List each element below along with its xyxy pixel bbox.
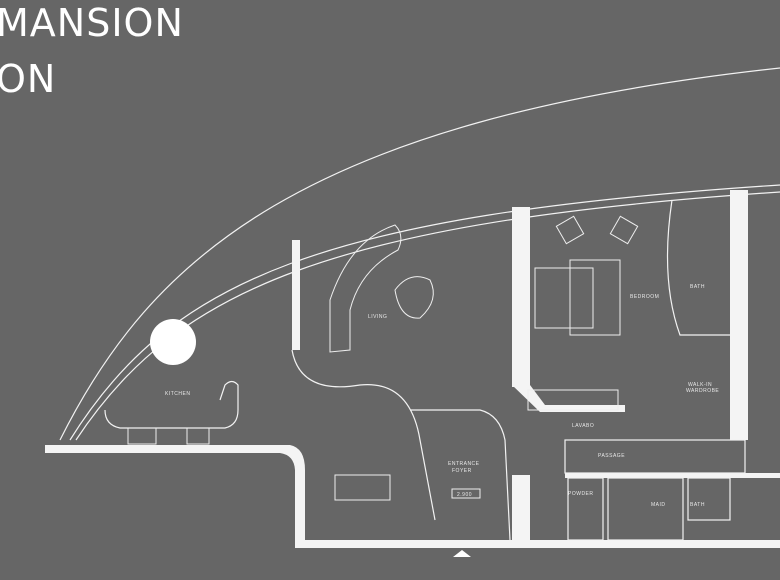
armchair [609,215,639,245]
wall [730,190,748,440]
armchair [555,215,585,245]
outer-facade-curve [59,67,780,441]
passage-label: PASSAGE [598,453,625,459]
sofa [329,224,402,353]
round-table [150,319,196,365]
powder-room [567,477,604,541]
cooktop [127,427,157,445]
wall [512,207,530,387]
lavabo-counter [527,389,619,411]
dining-table [334,474,391,501]
entrance-tag-box [451,488,481,499]
entrance-label-1: ENTRANCE [448,461,480,467]
entrance-tag: 2.900 [457,492,472,498]
wall [512,385,625,412]
sink [186,427,210,445]
entrance-label-2: FOYER [452,468,472,474]
powder-label: POWDER [568,491,594,497]
title-line-2: ON [0,57,57,101]
passage-outline [564,439,746,474]
inner-facade-curve [69,184,780,441]
bath-wall [666,199,730,336]
lounge-chairs [394,276,434,319]
kitchen-label: KITCHEN [165,391,190,397]
curved-wall [291,349,436,521]
exterior-wall [45,445,780,548]
bed [534,267,594,329]
title-line-1: MANSION [0,1,184,45]
wall [565,473,780,478]
wall [292,240,300,350]
maid-label: MAID [651,502,666,508]
bath-label: BATH [690,284,705,290]
bed-rug [569,259,621,336]
bath2-room [687,477,731,521]
bedroom-label: BEDROOM [630,294,659,300]
kitchen-counter [104,380,239,429]
maid-room [607,477,684,541]
bath2-label: BATH [690,502,705,508]
wall [512,475,530,545]
lavabo-label: LAVABO [572,423,594,429]
wardrobe-label-1: WALK-IN [688,382,712,388]
entrance-arrow-icon[interactable] [453,550,471,557]
wardrobe-label-2: WARDROBE [686,388,719,394]
entrance-curve [410,409,511,541]
living-label: LIVING [368,314,387,320]
